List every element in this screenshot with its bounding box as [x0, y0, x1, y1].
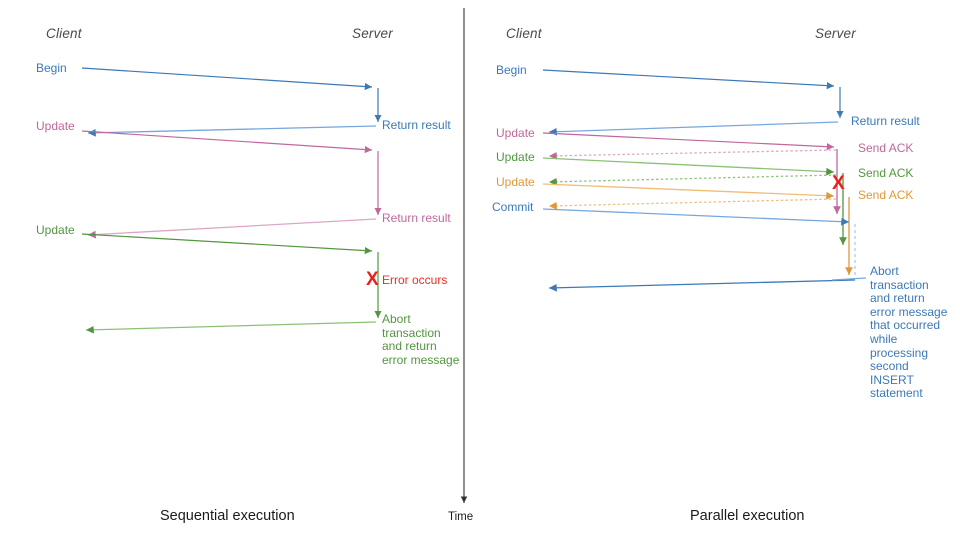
- arrow-return-result-2: [87, 218, 377, 239]
- arrow-update-2-request: [81, 233, 373, 255]
- parallel-client-message-update-2: Update: [496, 150, 535, 164]
- arrow-begin-request: [81, 67, 373, 91]
- parallel-error-x-icon: X: [832, 173, 845, 194]
- parallel-client-message-update-1: Update: [496, 126, 535, 140]
- sequential-server-message-return-result-2: Return result: [382, 211, 451, 225]
- sequential-panel-arrows: [81, 67, 382, 334]
- arrow-abort-return: [548, 279, 856, 292]
- sequential-panel-caption: Sequential execution: [160, 508, 295, 524]
- parallel-abort-block-label: Abort transaction and return error messa…: [870, 264, 948, 401]
- parallel-panel-arrows: [542, 69, 867, 292]
- arrow-send-ack-3-dotted: [548, 198, 837, 210]
- arrow-update-3-request: [542, 183, 835, 200]
- time-axis-label: Time: [448, 511, 474, 523]
- sequential-client-message-begin: Begin: [36, 61, 67, 75]
- sequential-client-actor-label: Client: [46, 26, 82, 41]
- sequential-abort-block-label: Abort transaction and return error messa…: [382, 312, 460, 367]
- sequential-client-message-update-1: Update: [36, 119, 75, 133]
- arrow-commit-request: [542, 208, 850, 226]
- parallel-server-message-send-ack-3: Send ACK: [858, 188, 914, 202]
- arrow-update-1-request: [542, 132, 835, 151]
- arrow-begin-request: [542, 69, 835, 90]
- sequential-client-message-update-2: Update: [36, 223, 75, 237]
- arrow-send-ack-1-dotted: [548, 149, 837, 160]
- arrow-return-result-1: [87, 125, 377, 137]
- arrow-return-result: [548, 121, 839, 136]
- parallel-client-actor-label: Client: [506, 26, 542, 41]
- arrow-update-1-request: [81, 130, 373, 154]
- parallel-panel-caption: Parallel execution: [690, 508, 805, 524]
- sequential-server-message-return-result-1: Return result: [382, 118, 451, 132]
- sequential-error-label: Error occurs: [382, 273, 448, 287]
- arrow-send-ack-2-dotted: [548, 174, 837, 186]
- sequential-error-x-icon: X: [366, 269, 379, 290]
- arrow-abort-return: [85, 321, 377, 334]
- parallel-server-message-send-ack-1: Send ACK: [858, 141, 914, 155]
- parallel-server-message-return-result: Return result: [851, 114, 920, 128]
- parallel-client-message-begin: Begin: [496, 63, 527, 77]
- sequential-server-actor-label: Server: [352, 26, 393, 41]
- arrow-update-2-request: [542, 157, 835, 176]
- parallel-client-message-commit: Commit: [492, 200, 534, 214]
- parallel-server-actor-label: Server: [815, 26, 856, 41]
- abort-label-connector: [831, 277, 867, 281]
- parallel-client-message-update-3: Update: [496, 175, 535, 189]
- parallel-server-message-send-ack-2: Send ACK: [858, 166, 914, 180]
